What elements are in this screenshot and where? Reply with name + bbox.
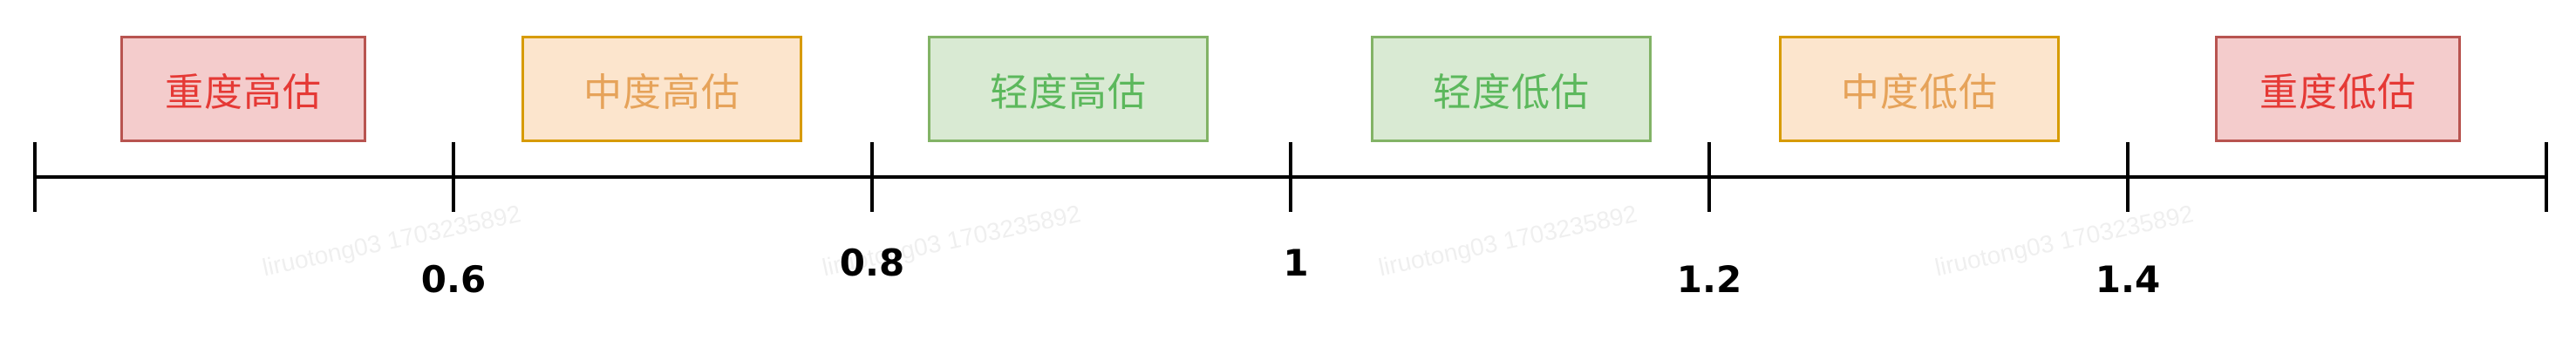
tick-label-1.2: 1.2 [1676, 258, 1742, 301]
category-label: 轻度低估 [1433, 71, 1590, 115]
category-label: 中度低估 [1841, 71, 1998, 115]
category-label: 轻度高估 [990, 71, 1147, 115]
category-box-mild-overvalued: 轻度高估 [928, 36, 1209, 142]
category-label: 重度高估 [165, 71, 322, 115]
category-box-severe-overvalued: 重度高估 [120, 36, 366, 142]
tick-label-0.8: 0.8 [839, 242, 905, 284]
category-box-severe-undervalued: 重度低估 [2215, 36, 2461, 142]
category-box-moderate-undervalued: 中度低估 [1779, 36, 2060, 142]
tick-label-1: 1 [1283, 242, 1309, 284]
tick-label-0.6: 0.6 [420, 258, 487, 301]
category-label: 重度低估 [2259, 71, 2416, 115]
category-label: 中度高估 [583, 71, 740, 115]
category-box-mild-undervalued: 轻度低估 [1371, 36, 1652, 142]
category-box-moderate-overvalued: 中度高估 [521, 36, 802, 142]
tick-label-1.4: 1.4 [2095, 258, 2161, 301]
